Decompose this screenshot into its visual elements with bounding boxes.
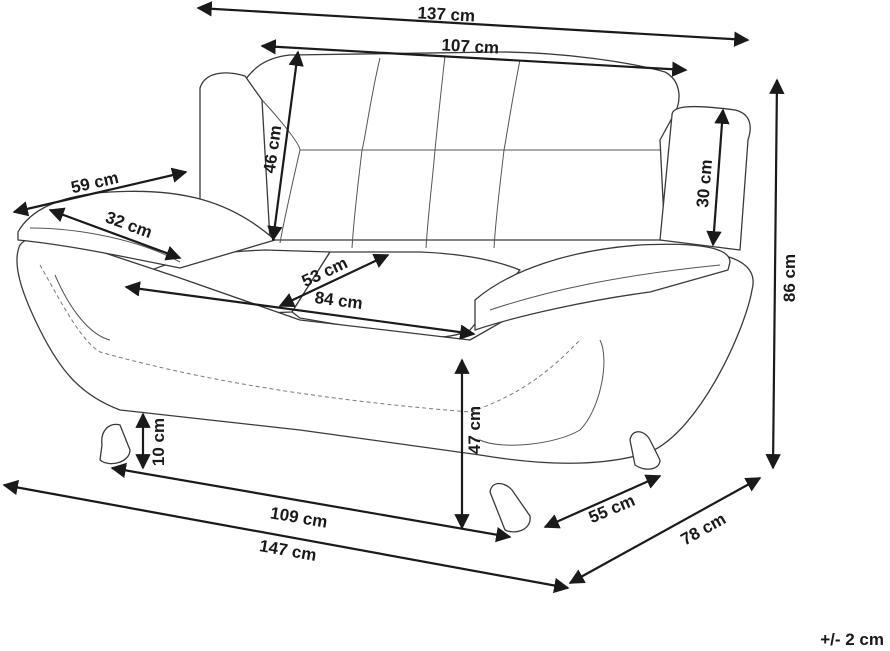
sofa-illustration xyxy=(16,51,754,533)
label-leg-height: 10 cm xyxy=(149,418,168,466)
dim-line-backrest-width xyxy=(260,39,688,77)
dim-line-overall-width xyxy=(2,479,570,594)
dim-line-armrest-width xyxy=(48,207,182,261)
dim-line-backrest-height xyxy=(267,50,304,242)
label-seat-height: 47 cm xyxy=(465,406,484,454)
dimension-lines xyxy=(2,1,785,594)
dim-line-total-depth xyxy=(568,477,762,584)
label-total-height: 86 cm xyxy=(780,254,799,302)
dim-line-total-height xyxy=(765,78,785,470)
tolerance-note: +/- 2 cm xyxy=(820,630,884,649)
dim-line-armrest-height xyxy=(706,108,730,247)
label-backrest-width: 107 cm xyxy=(441,35,500,57)
label-inner-width: 109 cm xyxy=(269,503,329,531)
dim-line-armrest-depth xyxy=(12,167,188,217)
label-total-width: 137 cm xyxy=(417,3,476,25)
label-armrest-height: 30 cm xyxy=(693,159,716,209)
dim-line-seat-width xyxy=(124,281,476,340)
dim-line-total-width xyxy=(196,1,750,47)
label-total-depth: 78 cm xyxy=(678,509,729,549)
